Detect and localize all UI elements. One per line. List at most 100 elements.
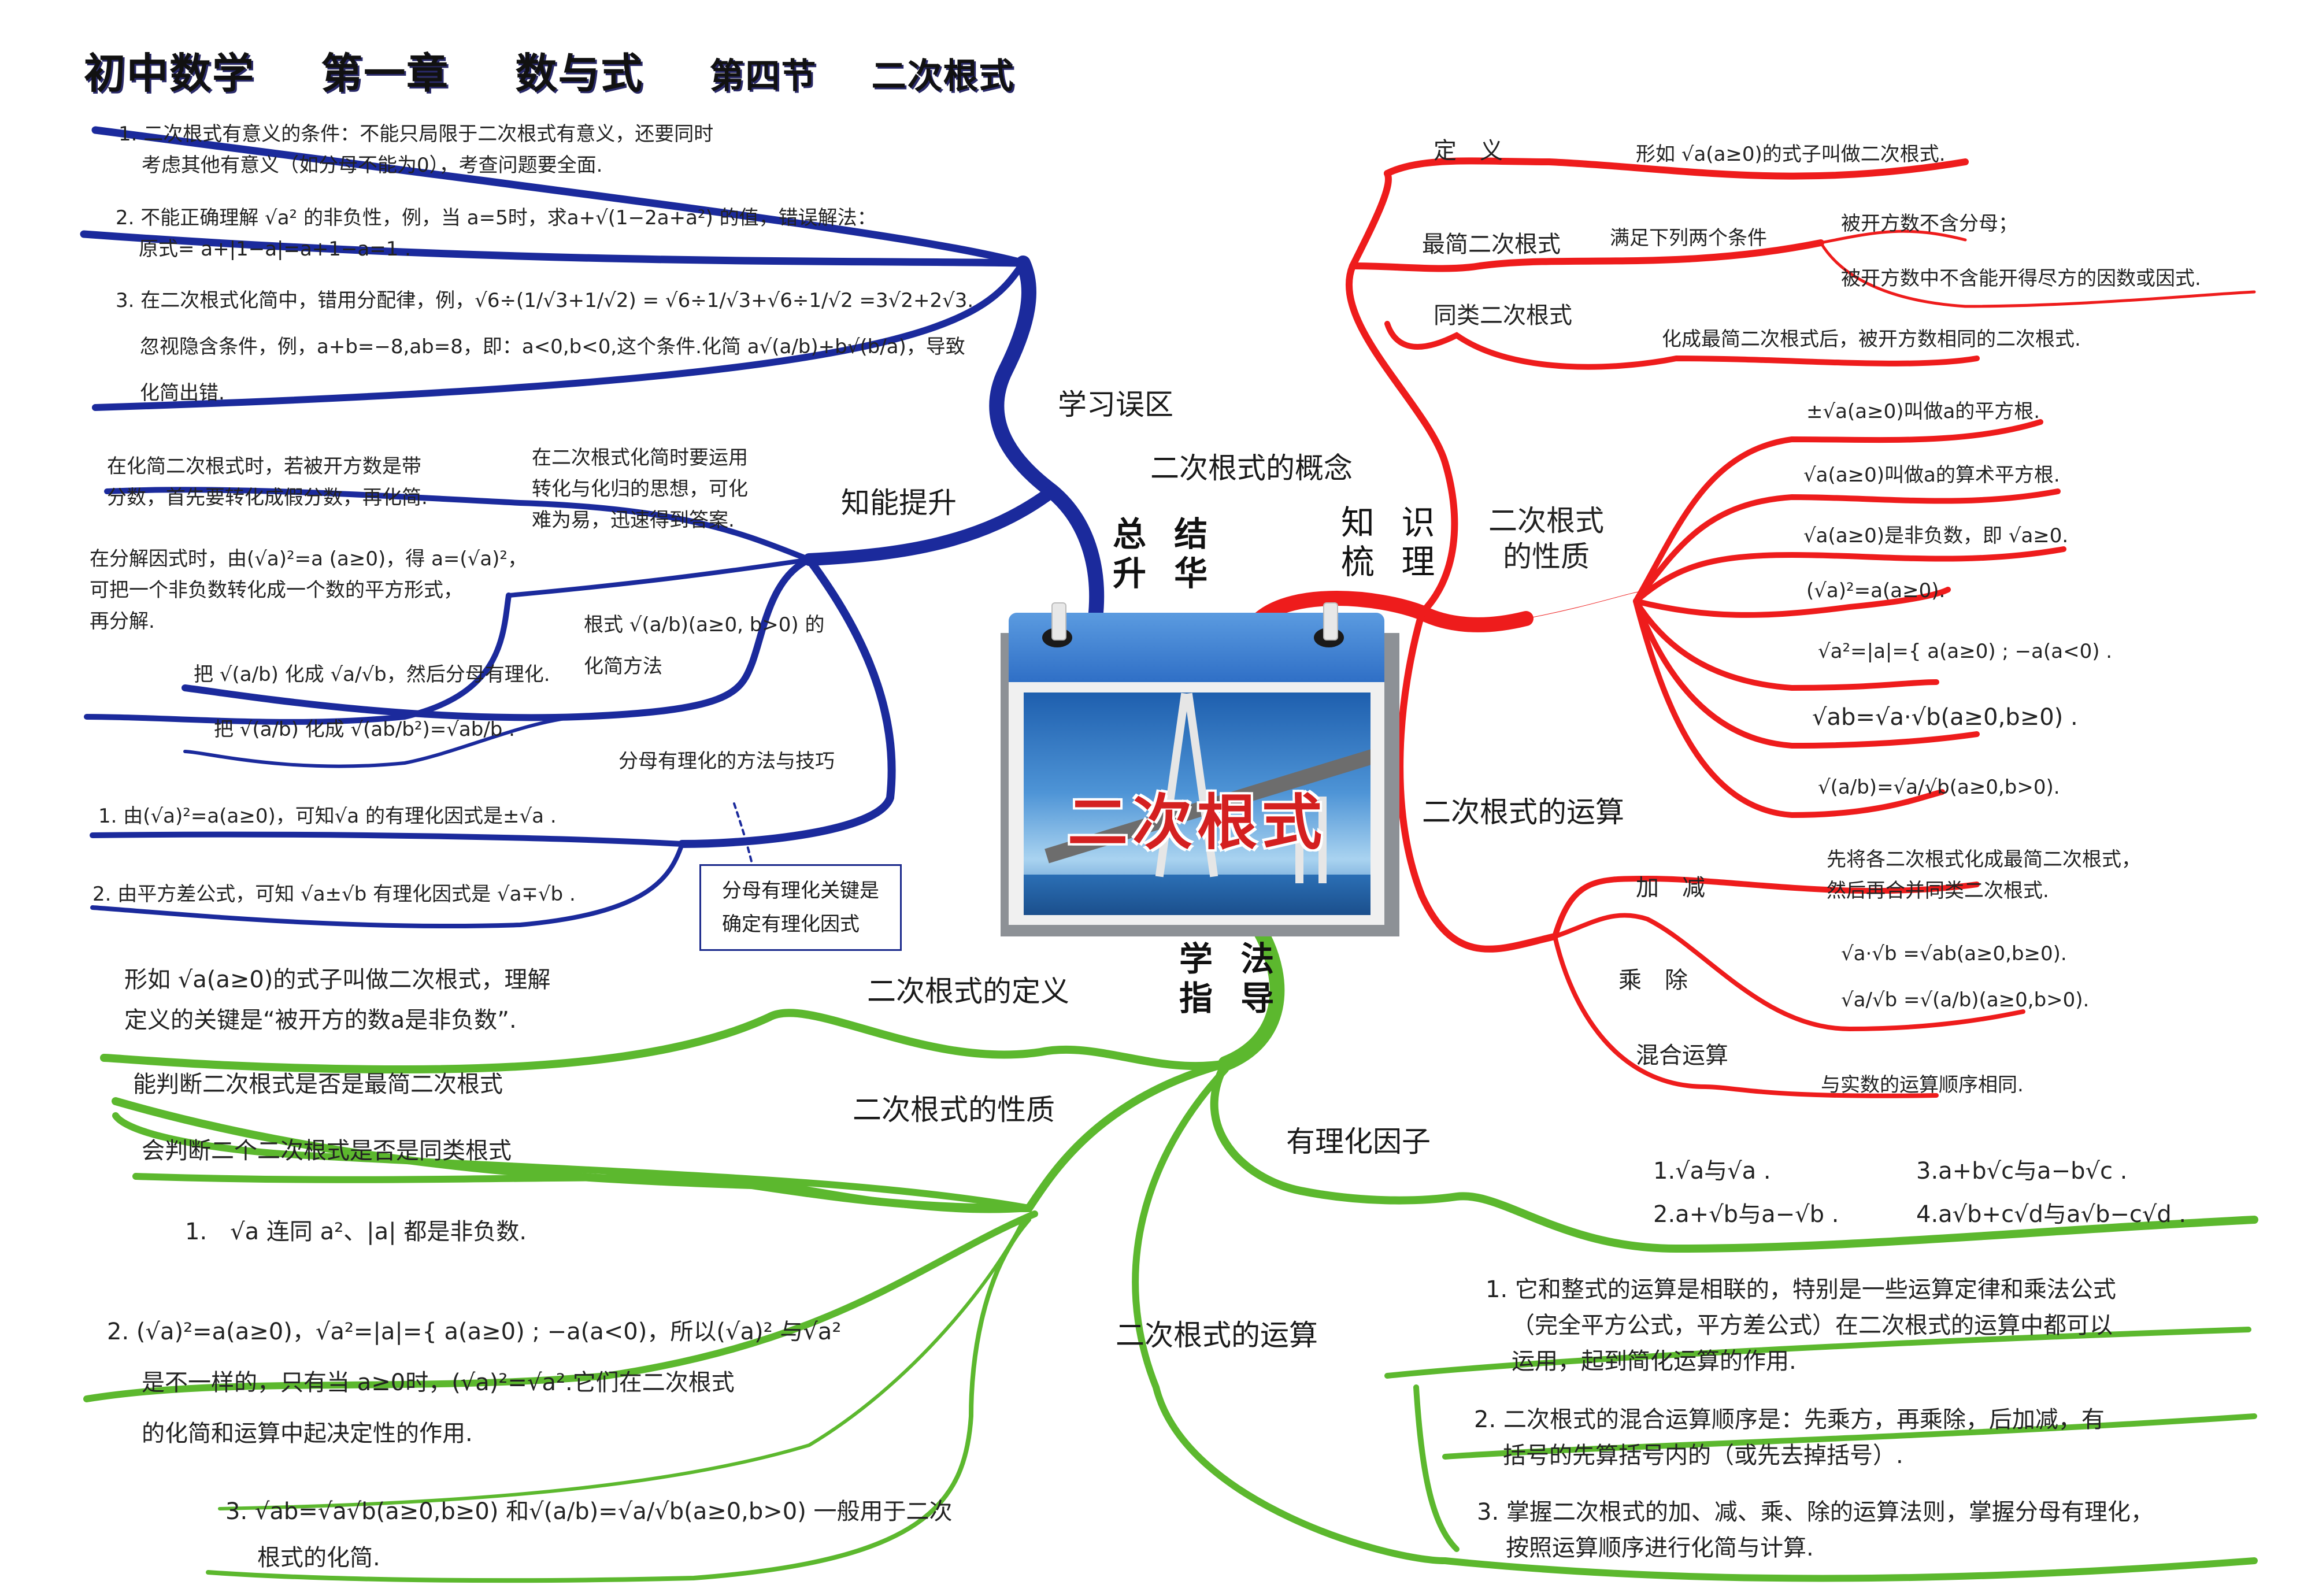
category-properties-red: 二次根式 的性质 <box>1488 503 1604 575</box>
mistake-item-2: 2. 不能正确理解 √a² 的非负性，例，当 a=5时，求a+√(1−2a+a²… <box>116 202 877 265</box>
improve-item-4-line1: 根式 √(a/b)(a≥0, b>0) 的 <box>584 613 825 636</box>
hub-knowledge-line2: 梳 理 <box>1341 542 1443 582</box>
concept-definition-text: 形如 √a(a≥0)的式子叫做二次根式. <box>1636 143 1946 166</box>
green-operation-1-line3: 运用，起到简化运算的作用. <box>1512 1348 1797 1375</box>
property-red-item-2: √a(a≥0)叫做a的算术平方根. <box>1803 464 2060 487</box>
improve-item-8: 1. 由(√a)²=a(a≥0)，可知√a 的有理化因式是±√a . <box>98 805 557 828</box>
improve-item-2: 在二次根式化简时要运用 转化与化归的思想，可化 难为易，迅速得到答案. <box>532 442 748 536</box>
green-operation-2-line1: 2. 二次根式的混合运算顺序是：先乘方，再乘除，后加减，有 <box>1474 1406 2105 1433</box>
red-branch-lines <box>1253 157 2256 1098</box>
rationalizing-item-3: 3.a+b√c与a−b√c . <box>1916 1158 2128 1184</box>
improve-item-3-line3: 再分解. <box>90 610 155 633</box>
hub-summary-label: 总 结 升 华 <box>1113 514 1216 593</box>
operation-add-line1: 先将各二次根式化成最简二次根式， <box>1827 848 2141 871</box>
improve-item-2-line2: 转化与化归的思想，可化 <box>532 477 748 501</box>
green-property-1: 能判断二次根式是否是最简二次根式 <box>133 1071 503 1098</box>
mistake-item-3-line2: 忽视隐含条件，例，a+b=−8,ab=8，即：a<0,b<0,这个条件.化简 a… <box>140 335 965 358</box>
improve-item-4-line2: 化简方法 <box>584 655 662 678</box>
hub-method-line2: 指 导 <box>1179 979 1283 1018</box>
category-operations-red: 二次根式的运算 <box>1422 795 1624 829</box>
category-concept: 二次根式的概念 <box>1150 451 1353 485</box>
properties-red-line2: 的性质 <box>1503 540 1590 573</box>
calendar-header <box>1009 602 1384 682</box>
category-operations-green: 二次根式的运算 <box>1116 1319 1318 1352</box>
green-property-5-line2: 根式的化简. <box>257 1545 380 1571</box>
operation-add-label: 加 减 <box>1636 875 1705 901</box>
operation-mixed-text: 与实数的运算顺序相同. <box>1821 1073 2024 1097</box>
title-section-name: 二次根式 <box>871 56 1015 97</box>
green-operation-3-line2: 按照运算顺序进行化简与计算. <box>1506 1535 1814 1561</box>
improve-item-3: 在分解因式时，由(√a)²=a (a≥0)，得 a=(√a)²， 可把一个非负数… <box>90 543 527 637</box>
hub-method-line1: 学 法 <box>1179 939 1283 979</box>
operation-mul-text: √a·√b =√ab(a≥0,b≥0). √a/√b =√(a/b)(a≥0,b… <box>1841 931 2089 1023</box>
green-operation-2: 2. 二次根式的混合运算顺序是：先乘方，再乘除，后加减，有 括号的先算括号内的（… <box>1474 1402 2105 1473</box>
improve-item-3-line1: 在分解因式时，由(√a)²=a (a≥0)，得 a=(√a)²， <box>90 547 528 571</box>
green-operation-1: 1. 它和整式的运算是相联的，特别是一些运算定律和乘法公式 （完全平方公式，平方… <box>1486 1272 2116 1379</box>
green-operation-3-line1: 3. 掌握二次根式的加、减、乘、除的运算法则，掌握分母有理化， <box>1477 1499 2154 1525</box>
hub-knowledge-line1: 知 识 <box>1341 503 1443 542</box>
green-operation-2-line2: 括号的先算括号内的（或先去掉括号）. <box>1503 1442 1903 1469</box>
concept-simplest-label: 最简二次根式 <box>1422 231 1561 258</box>
operation-mul-line1: √a·√b =√ab(a≥0,b≥0). <box>1841 942 2067 965</box>
category-mistakes: 学习误区 <box>1058 388 1173 421</box>
bridge-pylon-image <box>1318 797 1327 883</box>
category-properties-green: 二次根式的性质 <box>853 1093 1055 1127</box>
green-property-4-line2: 是不一样的，只有当 a≥0时，(√a)²=√a².它们在二次根式 <box>142 1369 735 1396</box>
operation-mul-label: 乘 除 <box>1618 967 1688 994</box>
hub-summary-line2: 升 华 <box>1113 554 1216 593</box>
center-calendar: 二次根式 <box>1001 602 1399 936</box>
improve-item-9: 2. 由平方差公式，可知 √a±√b 有理化因式是 √a∓√b . <box>92 883 576 906</box>
rationalizing-item-1: 1.√a与√a . <box>1653 1158 1771 1184</box>
title-subject: 初中数学 <box>84 49 255 98</box>
rationalize-key-line2: 确定有理化因式 <box>722 913 860 936</box>
improve-item-4: 根式 √(a/b)(a≥0, b>0) 的 化简方法 <box>584 604 824 687</box>
green-operation-1-line1: 1. 它和整式的运算是相联的，特别是一些运算定律和乘法公式 <box>1486 1276 2116 1303</box>
rationalize-key-line1: 分母有理化关键是 <box>722 879 879 902</box>
mistake-item-2-line1: 2. 不能正确理解 √a² 的非负性，例，当 a=5时，求a+√(1−2a+a²… <box>116 206 877 229</box>
improve-item-1-line1: 在化简二次根式时，若被开方数是带 <box>107 455 421 478</box>
mistake-item-3-line1: 3. 在二次根式化简中，错用分配律，例，√6÷(1/√3+1/√2) = √6÷… <box>116 289 974 312</box>
green-property-4-line3: 的化简和运算中起决定性的作用. <box>142 1420 473 1447</box>
hub-summary-line1: 总 结 <box>1113 514 1216 554</box>
bridge-photo: 二次根式 <box>1024 693 1371 915</box>
operation-add-line2: 然后再合并同类二次根式. <box>1827 879 2049 902</box>
hub-knowledge-label: 知 识 梳 理 <box>1341 503 1443 582</box>
mistake-item-1-line1: 1. 二次根式有意义的条件：不能只局限于二次根式有意义，还要同时 <box>118 123 714 146</box>
concept-definition-label: 定 义 <box>1434 138 1503 164</box>
property-red-item-5: √a²=|a|={ a(a≥0) ; −a(a<0) . <box>1818 640 2113 663</box>
mistake-item-3-line3: 化简出错. <box>140 382 225 405</box>
title-section: 第四节 <box>709 56 817 97</box>
rationalizing-item-2: 2.a+√b与a−√b . <box>1653 1201 1839 1228</box>
property-red-item-6: √ab=√a·√b(a≥0,b≥0) . <box>1812 704 2078 731</box>
property-red-item-1: ±√a(a≥0)叫做a的平方根. <box>1806 400 2040 423</box>
improve-item-5: 把 √(a/b) 化成 √a/√b，然后分母有理化. <box>194 663 550 686</box>
green-property-3: 1. √a 连同 a²、|a| 都是非负数. <box>185 1219 527 1245</box>
blue-branch-lines <box>80 126 1105 929</box>
green-property-4: 2. (√a)²=a(a≥0)，√a²=|a|={ a(a≥0) ; −a(a<… <box>107 1306 841 1459</box>
properties-red-line1: 二次根式 <box>1488 504 1604 538</box>
green-definition-text: 形如 √a(a≥0)的式子叫做二次根式，理解 定义的关键是“被开方的数a是非负数… <box>124 960 550 1040</box>
green-property-2: 会判断二个二次根式是否是同类根式 <box>142 1138 512 1164</box>
operation-add-text: 先将各二次根式化成最简二次根式， 然后再合并同类二次根式. <box>1827 844 2141 906</box>
hub-method-label: 学 法 指 导 <box>1179 939 1282 1018</box>
concept-simplest-condition: 满足下列两个条件 <box>1610 227 1767 250</box>
category-definition-green: 二次根式的定义 <box>867 975 1069 1008</box>
green-operation-3: 3. 掌握二次根式的加、减、乘、除的运算法则，掌握分母有理化， 按照运算顺序进行… <box>1477 1494 2154 1566</box>
center-topic-label: 二次根式 <box>1067 787 1327 858</box>
green-branch-lines <box>83 923 2258 1583</box>
rationalizing-item-4: 4.a√b+c√d与a√b−c√d . <box>1916 1201 2187 1228</box>
property-red-item-7: √(a/b)=√a/√b(a≥0,b>0). <box>1818 776 2060 799</box>
concept-similar-text: 化成最简二次根式后，被开方数相同的二次根式. <box>1662 328 2081 351</box>
rationalize-key-box: 分母有理化关键是 确定有理化因式 <box>699 864 902 951</box>
improve-item-1: 在化简二次根式时，若被开方数是带 分数，首先要转化成假分数，再化简. <box>107 451 428 513</box>
concept-similar-label: 同类二次根式 <box>1434 302 1572 329</box>
improve-item-1-line2: 分数，首先要转化成假分数，再化简. <box>107 486 428 509</box>
mistake-item-1-line2: 考虑其他有意义（如分母不能为0），考查问题要全面. <box>142 154 603 177</box>
improve-item-6: 把 √(a/b) 化成 √(ab/b²)=√ab/b . <box>214 718 515 741</box>
green-property-5: 3. √ab=√a√b(a≥0,b≥0) 和√(a/b)=√a/√b(a≥0,b… <box>225 1488 953 1581</box>
concept-simplest-item-1: 被开方数不含分母； <box>1841 212 2018 235</box>
title-chapter: 第一章 <box>321 49 450 98</box>
operation-mul-line2: √a/√b =√(a/b)(a≥0,b>0). <box>1841 988 2090 1012</box>
sea-image <box>1024 875 1371 915</box>
